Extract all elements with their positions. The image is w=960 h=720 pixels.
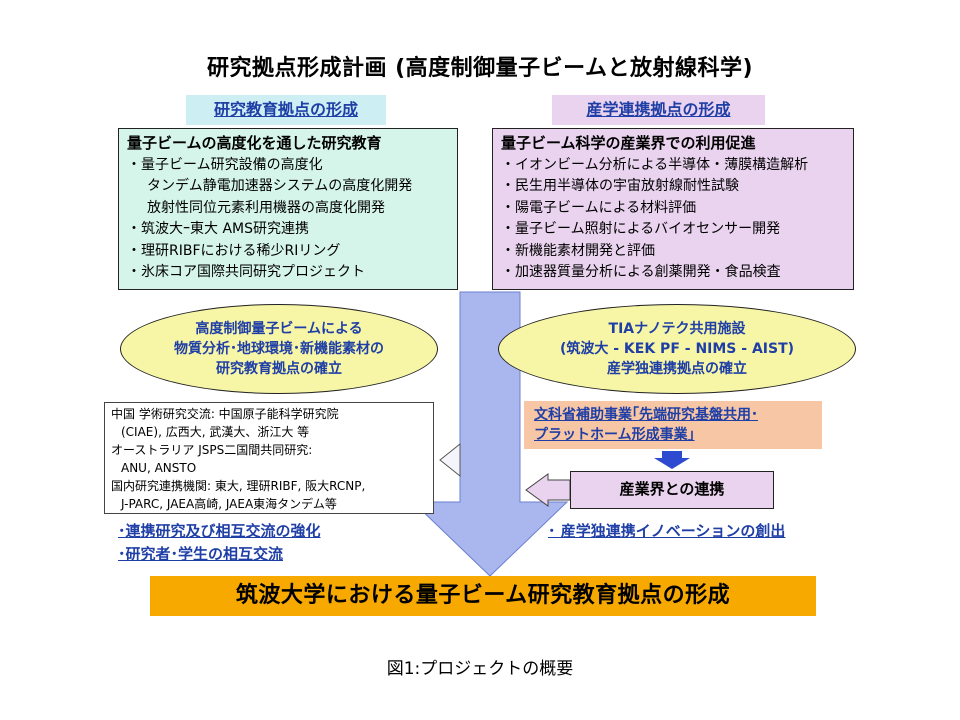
industry-item: ・量子ビーム照射によるバイオセンサー開発: [501, 221, 781, 237]
industry-item: ・陽電子ビームによる材料評価: [501, 199, 697, 216]
section-label-industry-academia: 産学連携拠点の形成: [552, 95, 765, 125]
collab-line: オーストラリア JSPS二国間共同研究:: [111, 443, 313, 457]
industry-item: ・加速器質量分析による創薬開発・食品検査: [501, 264, 781, 280]
research-item: タンデム静電加速器システムの高度化開発: [147, 178, 413, 194]
section-label-research-education: 研究教育拠点の形成: [186, 95, 386, 125]
ellipse-line: 物質分析･地球環境･新機能素材の: [174, 341, 384, 357]
figure-caption: 図1:プロジェクトの概要: [386, 659, 574, 679]
left-arrow-industry: [525, 473, 571, 507]
research-item: ・氷床コア国際共同研究プロジェクト: [127, 264, 365, 280]
tia-base-ellipse: TIAナノテク共用施設 (筑波大 - KEK PF - NIMS - AIST)…: [498, 304, 856, 394]
page-title: 研究拠点形成計画 (高度制御量子ビームと放射線科学): [206, 56, 754, 81]
ellipse-line: 産学独連携拠点の確立: [607, 361, 747, 377]
research-education-box: 量子ビームの高度化を通した研究教育 ・量子ビーム研究設備の高度化 タンデム静電加…: [118, 128, 458, 290]
right-outcomes: ･ 産学独連携イノベーションの創出: [548, 520, 785, 543]
outcome-item: ･ 産学独連携イノベーションの創出: [548, 522, 786, 540]
left-arrow-to-collab: [439, 442, 461, 478]
ellipse-line: (筑波大 - KEK PF - NIMS - AIST): [559, 341, 795, 357]
goal-banner: 筑波大学における量子ビーム研究教育拠点の形成: [150, 576, 816, 616]
outcome-item: ･連携研究及び相互交流の強化: [118, 522, 321, 540]
collab-line: ANU, ANSTO: [121, 461, 197, 475]
research-item: ・量子ビーム研究設備の高度化: [127, 156, 323, 173]
left-outcomes: ･連携研究及び相互交流の強化 ･研究者･学生の相互交流: [118, 520, 321, 566]
research-education-heading: 量子ビームの高度化を通した研究教育: [127, 134, 382, 152]
industry-collaboration-box: 産業界との連携: [570, 471, 774, 509]
mext-line: プラットホーム形成事業｣: [534, 427, 695, 443]
collab-line: J-PARC, JAEA高崎, JAEA東海タンデム等: [121, 497, 337, 511]
industry-use-heading: 量子ビーム科学の産業界での利用促進: [501, 134, 756, 152]
industry-item: ・民生用半導体の宇宙放射線耐性試験: [501, 178, 739, 194]
collab-line: 国内研究連携機関: 東大, 理研RIBF, 阪大RCNP,: [111, 479, 366, 493]
ellipse-line: 高度制御量子ビームによる: [195, 321, 363, 337]
collaboration-box: 中国 学術研究交流: 中国原子能科学研究院 (CIAE), 広西大, 武漢大、浙…: [104, 402, 434, 514]
research-base-ellipse: 高度制御量子ビームによる 物質分析･地球環境･新機能素材の 研究教育拠点の確立: [120, 304, 438, 394]
ellipse-line: TIAナノテク共用施設: [608, 321, 746, 337]
collab-line: (CIAE), 広西大, 武漢大、浙江大 等: [121, 425, 310, 439]
collab-line: 中国 学術研究交流: 中国原子能科学研究院: [111, 407, 339, 421]
research-item: 放射性同位元素利用機器の高度化開発: [147, 199, 385, 216]
industry-item: ・新機能素材開発と評価: [501, 242, 655, 259]
small-down-arrow: [654, 451, 690, 469]
mext-project-box: 文科省補助事業｢先端研究基盤共用･ プラットホーム形成事業｣: [524, 401, 822, 449]
outcome-item: ･研究者･学生の相互交流: [118, 545, 284, 563]
industry-item: ・イオンビーム分析による半導体・薄膜構造解析: [501, 156, 809, 173]
industry-use-box: 量子ビーム科学の産業界での利用促進 ・イオンビーム分析による半導体・薄膜構造解析…: [492, 128, 854, 290]
ellipse-line: 研究教育拠点の確立: [216, 361, 342, 377]
research-item: ・筑波大ｰ東大 AMS研究連携: [127, 221, 309, 237]
mext-line: 文科省補助事業｢先端研究基盤共用･: [534, 407, 758, 423]
research-item: ・理研RIBFにおける稀少RIリング: [127, 242, 341, 259]
